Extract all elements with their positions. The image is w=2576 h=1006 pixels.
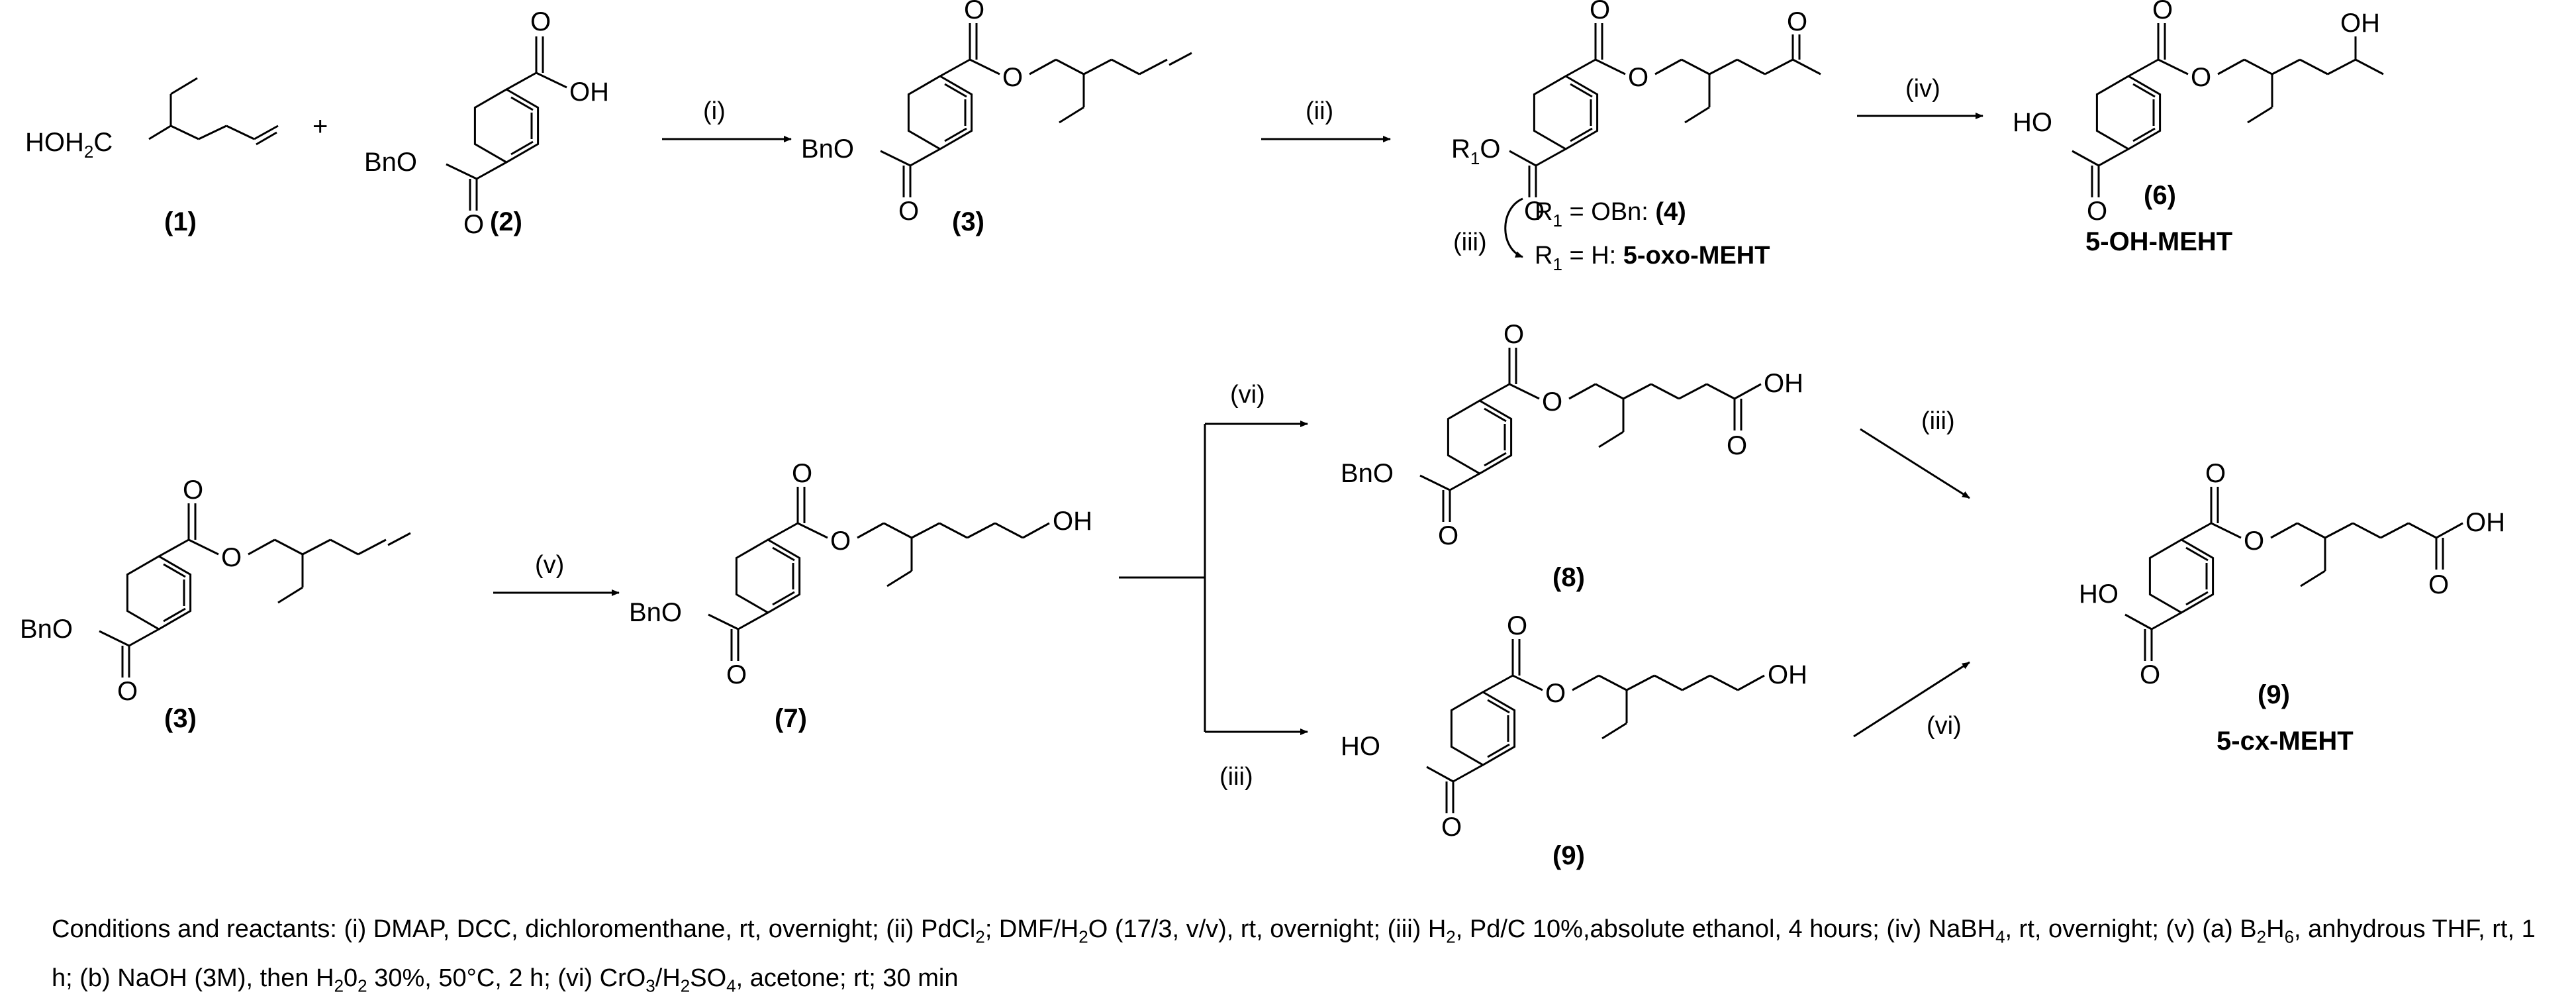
c6-ho: HO (2013, 108, 2052, 137)
compound-3-top-structure (880, 23, 1192, 197)
c9-right-carbonyl-o-bottom: O (2140, 660, 2160, 689)
step-iii-bottom-label: (iii) (1219, 763, 1253, 791)
c7-carbonyl-o-top: O (792, 459, 812, 488)
compound-9-right-label: (9) (2258, 680, 2290, 709)
c3-top-ester-o: O (1002, 63, 1023, 92)
compound-8-label: (8) (1552, 563, 1585, 592)
c3-bottom-ester-o: O (221, 543, 242, 572)
c4-ester-o: O (1628, 63, 1648, 92)
c7-bno: BnO (629, 598, 682, 627)
c9-right-acid-o: O (2428, 570, 2449, 599)
c9-right-ester-o: O (2244, 527, 2264, 556)
compound-1-label: (1) (164, 207, 197, 236)
step-iii-top-label: (iii) (1453, 228, 1487, 256)
c9-mid-ester-o: O (1545, 679, 1566, 708)
c3-top-bno: BnO (801, 134, 854, 164)
c8-acid-o: O (1727, 431, 1747, 460)
c9-right-acid-oh: OH (2465, 508, 2505, 537)
c6-carbonyl-o-bottom: O (2087, 197, 2107, 226)
c3-top-carbonyl-o-bottom: O (898, 197, 919, 226)
c9-mid-oh: OH (1768, 660, 1807, 689)
step-vi-top-label: (vi) (1230, 381, 1265, 409)
c4-carbonyl-o-top: O (1590, 0, 1610, 25)
c3-top-carbonyl-o-top: O (964, 0, 984, 25)
c4-r1-h-label: R1 = H: 5-oxo-MEHT (1535, 242, 1770, 274)
step-iv-label: (iv) (1905, 75, 1940, 103)
step-iii-curved-arrow (1504, 197, 1523, 258)
c8-ester-o: O (1542, 387, 1562, 417)
compound-7-label: (7) (775, 704, 807, 733)
conditions-caption: Conditions and reactants: (i) DMAP, DCC,… (52, 915, 2543, 996)
compound-3-bottom-label: (3) (164, 704, 197, 733)
c9-mid-carbonyl-o-bottom: O (1441, 813, 1462, 842)
step-ii-label: (ii) (1306, 97, 1333, 125)
compound-2-label: (2) (490, 207, 522, 236)
hoh2c-label: HOH2C (25, 128, 113, 162)
compound-6-structure (2072, 23, 2384, 197)
compound-9-middle-structure (1426, 639, 1765, 813)
c8-carbonyl-o-bottom: O (1438, 521, 1458, 550)
compound-9-right-name: 5-cx-MEHT (2217, 727, 2354, 756)
compound-9-right-structure (2124, 487, 2463, 661)
compound-4-structure (1509, 23, 1821, 197)
c3-bottom-bno: BnO (20, 615, 73, 644)
compound-6-label: (6) (2144, 181, 2176, 210)
c9-mid-carbonyl-o-top: O (1507, 611, 1527, 640)
compound-7-structure (708, 487, 1050, 661)
c6-oh: OH (2340, 9, 2380, 38)
step-iii-converge-label: (iii) (1921, 407, 1955, 435)
c3-bottom-carbonyl-o-top: O (183, 476, 203, 505)
c2-oh: OH (569, 77, 609, 107)
c8-carbonyl-o-top: O (1503, 320, 1524, 349)
c9-right-carbonyl-o-top: O (2205, 459, 2226, 488)
step-vi-converge-label: (vi) (1927, 712, 1962, 740)
compound-3-bottom-structure (99, 503, 411, 678)
compound-3-top-label: (3) (952, 207, 984, 236)
c2-carbonyl-o-top: O (530, 7, 551, 36)
arrow-step-iii-converge (1860, 428, 1970, 499)
c4-ketone-o: O (1787, 7, 1807, 36)
reaction-scheme: HOH2C (1) + O OH BnO O (2) (i) (20, 0, 2505, 870)
c4-r1-obn-label: R1 = OBn: (4) (1535, 198, 1686, 230)
arrow-step-vi-converge (1853, 661, 1970, 738)
c9-mid-ho: HO (1341, 732, 1380, 761)
c9-right-ho: HO (2079, 579, 2119, 609)
c6-ester-o: O (2191, 63, 2211, 92)
compound-6-name: 5-OH-MEHT (2085, 227, 2232, 256)
c7-oh: OH (1053, 507, 1092, 536)
compound-2-structure (446, 36, 567, 211)
step-v-label: (v) (535, 551, 564, 579)
c3-bottom-carbonyl-o-bottom: O (117, 677, 138, 706)
plus-sign: + (312, 112, 328, 141)
compound-1-structure (148, 77, 279, 146)
c7-ester-o: O (830, 527, 851, 556)
c4-carbonyl-o-bottom: O (1524, 197, 1545, 226)
c8-acid-oh: OH (1764, 369, 1803, 398)
branch-lines (1119, 421, 1308, 735)
c2-carbonyl-o-bottom: O (463, 210, 484, 239)
step-i-label: (i) (703, 97, 726, 125)
compound-9-middle-label: (9) (1552, 841, 1585, 870)
c8-bno: BnO (1341, 459, 1394, 488)
c6-carbonyl-o-top: O (2152, 0, 2173, 25)
c7-carbonyl-o-bottom: O (726, 660, 747, 689)
compound-8-structure (1419, 348, 1762, 522)
c2-bno: BnO (364, 148, 417, 177)
c4-r1o: R1O (1451, 134, 1500, 168)
